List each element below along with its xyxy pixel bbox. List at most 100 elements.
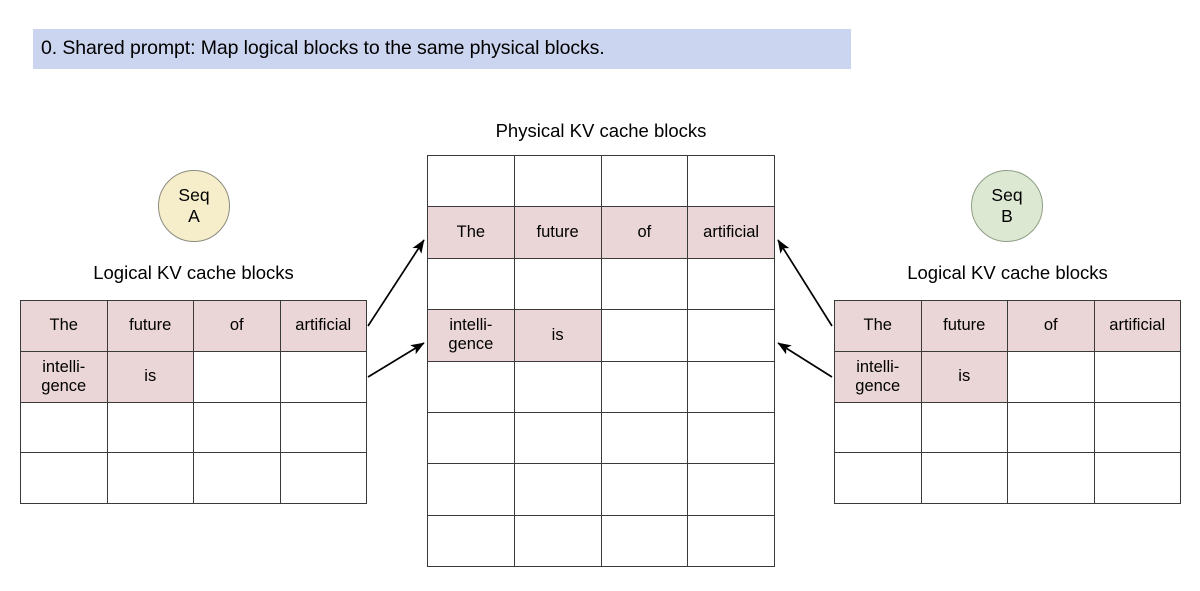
logical-kv-cache-table-a: The future of artificial intelli-gence is bbox=[20, 300, 367, 504]
logical-b-cell-text: intelli-gence bbox=[855, 357, 901, 395]
logical-b-cell-r3c4 bbox=[1094, 402, 1181, 454]
seq-b-label-line2: B bbox=[1001, 206, 1013, 226]
logical-a-cell-text: intelli-gence bbox=[41, 357, 87, 395]
logical-b-cell-r2c1: intelli-gence bbox=[835, 351, 922, 403]
arrow-a-row2-to-physical-row4 bbox=[367, 342, 425, 378]
arrow-a-row1-to-physical-row2 bbox=[367, 239, 425, 327]
logical-a-cell-r4c1 bbox=[21, 453, 108, 504]
logical-b-caption: Logical KV cache blocks bbox=[907, 262, 1108, 283]
arrow-b-row1-to-physical-row2 bbox=[777, 239, 833, 327]
logical-b-cell-r1c3: of bbox=[1008, 301, 1095, 352]
logical-b-cell-r1c2: future bbox=[921, 301, 1008, 352]
logical-b-cell-text: The bbox=[863, 316, 892, 335]
physical-cell-r3c4 bbox=[688, 258, 775, 311]
physical-cell-text: future bbox=[536, 223, 579, 242]
physical-cell-r3c2 bbox=[514, 258, 602, 311]
physical-cell-r6c1 bbox=[428, 412, 515, 465]
physical-cell-r7c2 bbox=[514, 464, 602, 516]
physical-cell-r4c2: is bbox=[514, 310, 602, 362]
logical-a-cell-text: artificial bbox=[295, 316, 352, 335]
physical-cell-r3c1 bbox=[428, 258, 515, 311]
physical-cell-r8c2 bbox=[514, 515, 602, 567]
physical-cell-r4c4 bbox=[688, 310, 775, 362]
seq-a-badge: Seq A bbox=[158, 170, 230, 242]
physical-cell-r5c2 bbox=[514, 361, 602, 413]
physical-cell-r7c1 bbox=[428, 464, 515, 516]
physical-cell-r6c4 bbox=[688, 412, 775, 465]
logical-a-cell-r4c2 bbox=[107, 453, 194, 504]
logical-b-cell-r3c2 bbox=[921, 402, 1008, 454]
physical-cell-r8c1 bbox=[428, 515, 515, 567]
logical-a-cell-r2c4 bbox=[280, 351, 367, 403]
logical-a-cell-r3c1 bbox=[21, 402, 108, 454]
logical-b-cell-r1c1: The bbox=[835, 301, 922, 352]
logical-a-cell-r2c3 bbox=[194, 351, 281, 403]
logical-b-cell-r1c4: artificial bbox=[1094, 301, 1181, 352]
physical-cell-r4c3 bbox=[601, 310, 689, 362]
physical-cell-r2c1: The bbox=[428, 207, 515, 259]
seq-a-label-line1: Seq bbox=[178, 185, 210, 205]
logical-b-cell-text: artificial bbox=[1109, 316, 1166, 335]
physical-cell-r1c2 bbox=[514, 156, 602, 208]
logical-a-cell-r3c3 bbox=[194, 402, 281, 454]
physical-cell-r5c4 bbox=[688, 361, 775, 413]
physical-cell-r2c2: future bbox=[514, 207, 602, 259]
seq-b-badge: Seq B bbox=[971, 170, 1043, 242]
logical-a-caption: Logical KV cache blocks bbox=[93, 262, 294, 283]
physical-cell-text: is bbox=[551, 325, 564, 344]
physical-cell-r6c3 bbox=[601, 412, 689, 465]
logical-a-cell-r1c1: The bbox=[21, 301, 108, 352]
arrow-b-row2-to-physical-row4 bbox=[777, 342, 833, 378]
physical-cell-r8c4 bbox=[688, 515, 775, 567]
logical-b-cell-text: of bbox=[1043, 316, 1058, 335]
logical-a-cell-r2c2: is bbox=[107, 351, 194, 403]
physical-cell-r6c2 bbox=[514, 412, 602, 465]
logical-b-cell-r4c4 bbox=[1094, 453, 1181, 504]
seq-a-label-line2: A bbox=[188, 206, 200, 226]
physical-cell-text: The bbox=[456, 223, 486, 242]
logical-b-cell-r4c1 bbox=[835, 453, 922, 504]
physical-cell-r2c3: of bbox=[601, 207, 689, 259]
physical-cell-r7c3 bbox=[601, 464, 689, 516]
logical-b-cell-r4c3 bbox=[1008, 453, 1095, 504]
logical-a-cell-text: future bbox=[129, 316, 172, 335]
logical-a-cell-r3c4 bbox=[280, 402, 367, 454]
prompt-banner: 0. Shared prompt: Map logical blocks to … bbox=[33, 29, 851, 69]
physical-cell-text: of bbox=[637, 223, 652, 242]
seq-b-label-line1: Seq bbox=[991, 185, 1023, 205]
logical-a-cell-r1c2: future bbox=[107, 301, 194, 352]
logical-b-cell-text: is bbox=[958, 367, 971, 386]
physical-cell-r3c3 bbox=[601, 258, 689, 311]
logical-a-cell-r3c2 bbox=[107, 402, 194, 454]
physical-cell-r5c3 bbox=[601, 361, 689, 413]
logical-b-cell-r2c3 bbox=[1008, 351, 1095, 403]
physical-cell-r1c3 bbox=[601, 156, 689, 208]
physical-cell-r4c1: intelli-gence bbox=[428, 310, 515, 362]
physical-cell-r1c1 bbox=[428, 156, 515, 208]
logical-b-cell-r3c1 bbox=[835, 402, 922, 454]
logical-a-cell-text: of bbox=[229, 316, 244, 335]
physical-cell-r5c1 bbox=[428, 361, 515, 413]
physical-cell-r7c4 bbox=[688, 464, 775, 516]
logical-a-cell-r4c3 bbox=[194, 453, 281, 504]
logical-a-cell-text: is bbox=[144, 367, 157, 386]
logical-b-cell-text: future bbox=[943, 316, 986, 335]
physical-caption: Physical KV cache blocks bbox=[495, 120, 707, 141]
logical-b-cell-r3c3 bbox=[1008, 402, 1095, 454]
logical-b-cell-r2c2: is bbox=[921, 351, 1008, 403]
logical-b-cell-r2c4 bbox=[1094, 351, 1181, 403]
logical-a-cell-r1c3: of bbox=[194, 301, 281, 352]
physical-cell-r1c4 bbox=[688, 156, 775, 208]
logical-a-cell-text: The bbox=[49, 316, 78, 335]
physical-kv-cache-table: The future of artificial intelli-gence is bbox=[427, 155, 775, 567]
logical-a-cell-r1c4: artificial bbox=[280, 301, 367, 352]
physical-cell-r8c3 bbox=[601, 515, 689, 567]
logical-a-cell-r4c4 bbox=[280, 453, 367, 504]
logical-a-cell-r2c1: intelli-gence bbox=[21, 351, 108, 403]
physical-cell-text: artificial bbox=[703, 223, 760, 242]
logical-kv-cache-table-b: The future of artificial intelli-gence is bbox=[834, 300, 1181, 504]
physical-cell-r2c4: artificial bbox=[688, 207, 775, 259]
physical-cell-text: intelli-gence bbox=[448, 316, 494, 354]
prompt-banner-text: 0. Shared prompt: Map logical blocks to … bbox=[41, 37, 605, 60]
logical-b-cell-r4c2 bbox=[921, 453, 1008, 504]
